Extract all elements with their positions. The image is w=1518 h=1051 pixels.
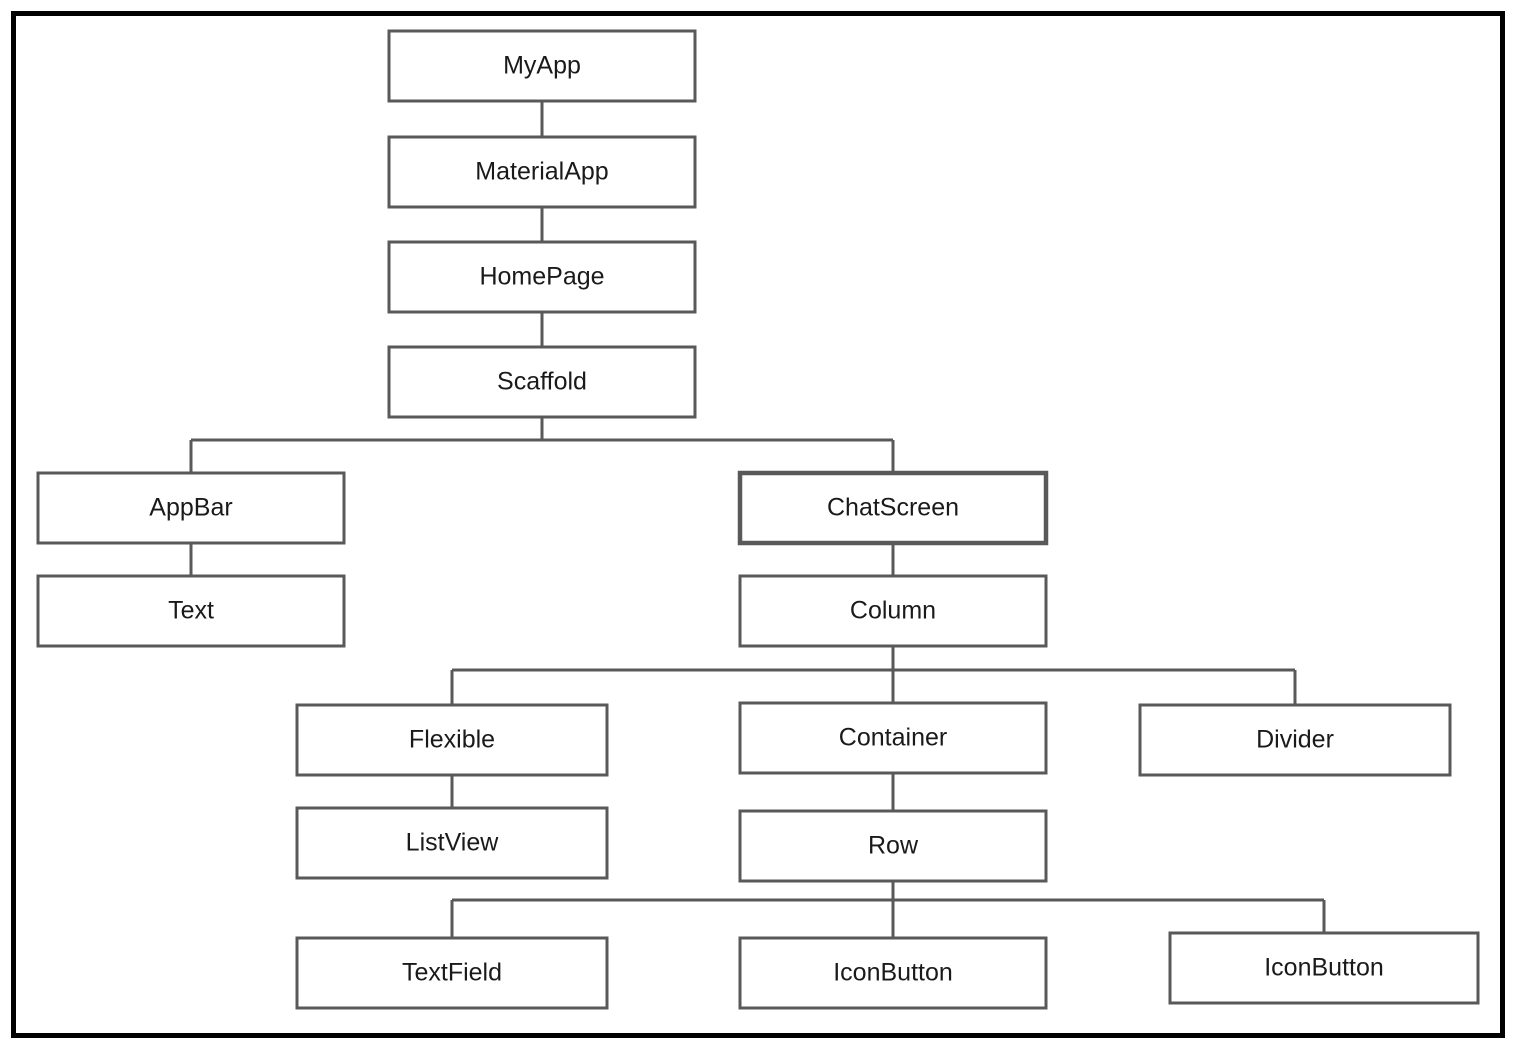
node-label-homepage: HomePage <box>479 263 604 291</box>
node-label-iconbutton1: IconButton <box>833 959 953 987</box>
tree-node-listview[interactable]: ListView <box>295 806 609 880</box>
tree-node-iconbutton1[interactable]: IconButton <box>738 936 1048 1010</box>
node-label-chatscreen: ChatScreen <box>827 494 959 522</box>
node-label-listview: ListView <box>406 829 500 857</box>
node-box-myapp[interactable] <box>387 29 697 103</box>
node-box-iconbutton2[interactable] <box>1168 931 1480 1005</box>
tree-node-iconbutton2[interactable]: IconButton <box>1168 931 1480 1005</box>
node-label-scaffold: Scaffold <box>497 368 587 396</box>
tree-node-chatscreen[interactable]: ChatScreen <box>737 470 1049 546</box>
node-label-appbar: AppBar <box>149 494 232 522</box>
tree-node-homepage[interactable]: HomePage <box>387 240 697 314</box>
node-box-column[interactable] <box>738 574 1048 648</box>
node-box-text[interactable] <box>36 574 346 648</box>
tree-node-row[interactable]: Row <box>738 809 1048 883</box>
node-box-appbar[interactable] <box>36 471 346 545</box>
node-label-textfield: TextField <box>402 959 502 987</box>
node-label-myapp: MyApp <box>503 52 581 80</box>
node-label-flexible: Flexible <box>409 726 495 754</box>
tree-node-textfield[interactable]: TextField <box>295 936 609 1010</box>
tree-node-column[interactable]: Column <box>738 574 1048 648</box>
tree-node-appbar[interactable]: AppBar <box>36 471 346 545</box>
node-label-divider: Divider <box>1256 726 1334 754</box>
node-box-divider[interactable] <box>1138 703 1452 777</box>
tree-node-flexible[interactable]: Flexible <box>295 703 609 777</box>
node-label-text: Text <box>168 597 214 625</box>
node-label-container: Container <box>839 724 947 752</box>
node-box-materialapp[interactable] <box>387 135 697 209</box>
node-label-materialapp: MaterialApp <box>475 158 608 186</box>
connector-edges-layer <box>189 101 1326 938</box>
node-box-listview[interactable] <box>295 806 609 880</box>
node-box-flexible[interactable] <box>295 703 609 777</box>
node-label-row: Row <box>868 832 919 860</box>
node-label-column: Column <box>850 597 936 625</box>
tree-node-scaffold[interactable]: Scaffold <box>387 345 697 419</box>
tree-node-text[interactable]: Text <box>36 574 346 648</box>
tree-node-myapp[interactable]: MyApp <box>387 29 697 103</box>
node-box-homepage[interactable] <box>387 240 697 314</box>
node-box-iconbutton1[interactable] <box>738 936 1048 1010</box>
node-label-iconbutton2: IconButton <box>1264 954 1384 982</box>
tree-node-materialapp[interactable]: MaterialApp <box>387 135 697 209</box>
node-box-chatscreen[interactable] <box>737 470 1049 546</box>
node-box-scaffold[interactable] <box>387 345 697 419</box>
node-box-container[interactable] <box>738 701 1048 775</box>
node-box-row[interactable] <box>738 809 1048 883</box>
tree-node-container[interactable]: Container <box>738 701 1048 775</box>
tree-nodes-layer: MyAppMaterialAppHomePageScaffoldAppBarTe… <box>36 29 1480 1010</box>
node-box-textfield[interactable] <box>295 936 609 1010</box>
tree-node-divider[interactable]: Divider <box>1138 703 1452 777</box>
